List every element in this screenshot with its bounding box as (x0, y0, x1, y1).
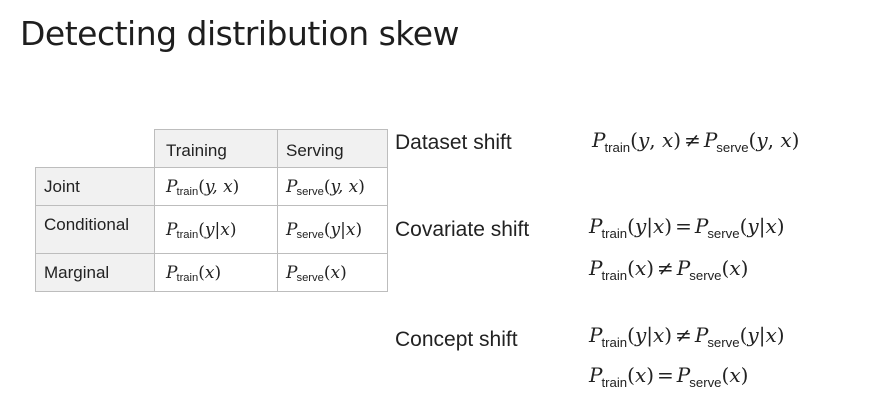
math-p: P (589, 256, 603, 280)
math-subscript: train (601, 374, 628, 390)
math-p: P (676, 363, 691, 387)
slide-title: Detecting distribution skew (20, 14, 460, 53)
not-equal-sign: ≠ (684, 128, 701, 152)
distribution-table: Training Serving Joint Ptrain(y, x) Pser… (35, 129, 388, 292)
covariate-shift-formula-1: Ptrain(y|x)=Pserve(y|x) (589, 214, 785, 241)
dataset-shift-formula: Ptrain(y, x)≠Pserve(y, x) (592, 128, 800, 155)
not-equal-sign: ≠ (675, 323, 692, 347)
math-p: P (286, 176, 298, 197)
math-p: P (589, 363, 603, 387)
cell-joint-serving: Pserve(y, x) (277, 167, 388, 206)
math-subscript: train (601, 267, 628, 283)
math-args: x (330, 262, 341, 283)
math-p: P (676, 256, 691, 280)
math-subscript: serve (689, 374, 722, 390)
math-subscript: train (176, 229, 199, 242)
row-label-marginal: Marginal (35, 253, 155, 292)
equal-sign: = (675, 214, 692, 238)
covariate-shift-label: Covariate shift (395, 218, 530, 241)
math-p: P (286, 219, 298, 240)
math-subscript: train (601, 334, 628, 350)
math-args: y|x (330, 219, 356, 240)
header-training: Training (154, 129, 278, 168)
cell-joint-training: Ptrain(y, x) (154, 167, 278, 206)
math-subscript: serve (296, 229, 324, 242)
math-subscript: serve (296, 272, 324, 285)
cell-marginal-serving: Pserve(x) (277, 253, 388, 292)
math-subscript: serve (707, 334, 740, 350)
math-subscript: train (601, 225, 628, 241)
math-subscript: serve (689, 267, 722, 283)
math-p: P (703, 128, 718, 152)
concept-shift-formula-2: Ptrain(x)=Pserve(x) (589, 363, 749, 390)
math-subscript: serve (707, 225, 740, 241)
math-subscript: serve (716, 139, 749, 155)
math-p: P (166, 219, 178, 240)
table-header-row: Training Serving (35, 129, 388, 168)
math-p: P (589, 214, 603, 238)
math-p: P (694, 214, 709, 238)
math-subscript: train (176, 272, 199, 285)
table-row: Marginal Ptrain(x) Pserve(x) (35, 253, 388, 292)
math-p: P (694, 323, 709, 347)
not-equal-sign: ≠ (657, 256, 674, 280)
math-args: x (204, 262, 215, 283)
math-subscript: train (604, 139, 631, 155)
cell-marginal-training: Ptrain(x) (154, 253, 278, 292)
math-p: P (592, 128, 606, 152)
math-subscript: train (176, 186, 199, 199)
header-serving: Serving (277, 129, 388, 168)
math-p: P (589, 323, 603, 347)
concept-shift-formula-1: Ptrain(y|x)≠Pserve(y|x) (589, 323, 785, 350)
row-label-joint: Joint (35, 167, 155, 206)
math-p: P (286, 262, 298, 283)
table-row: Conditional Ptrain(y|x) Pserve(y|x) (35, 205, 388, 254)
cell-conditional-serving: Pserve(y|x) (277, 205, 388, 254)
math-args: y, x (204, 176, 233, 197)
covariate-shift-formula-2: Ptrain(x)≠Pserve(x) (589, 256, 749, 283)
dataset-shift-label: Dataset shift (395, 131, 512, 154)
math-args: y|x (204, 219, 230, 240)
table-corner-cell (35, 129, 155, 168)
math-args: y, x (330, 176, 359, 197)
concept-shift-label: Concept shift (395, 328, 518, 351)
table-row: Joint Ptrain(y, x) Pserve(y, x) (35, 167, 388, 206)
math-p: P (166, 262, 178, 283)
cell-conditional-training: Ptrain(y|x) (154, 205, 278, 254)
row-label-conditional: Conditional (35, 205, 155, 254)
math-subscript: serve (296, 186, 324, 199)
equal-sign: = (657, 363, 674, 387)
math-p: P (166, 176, 178, 197)
